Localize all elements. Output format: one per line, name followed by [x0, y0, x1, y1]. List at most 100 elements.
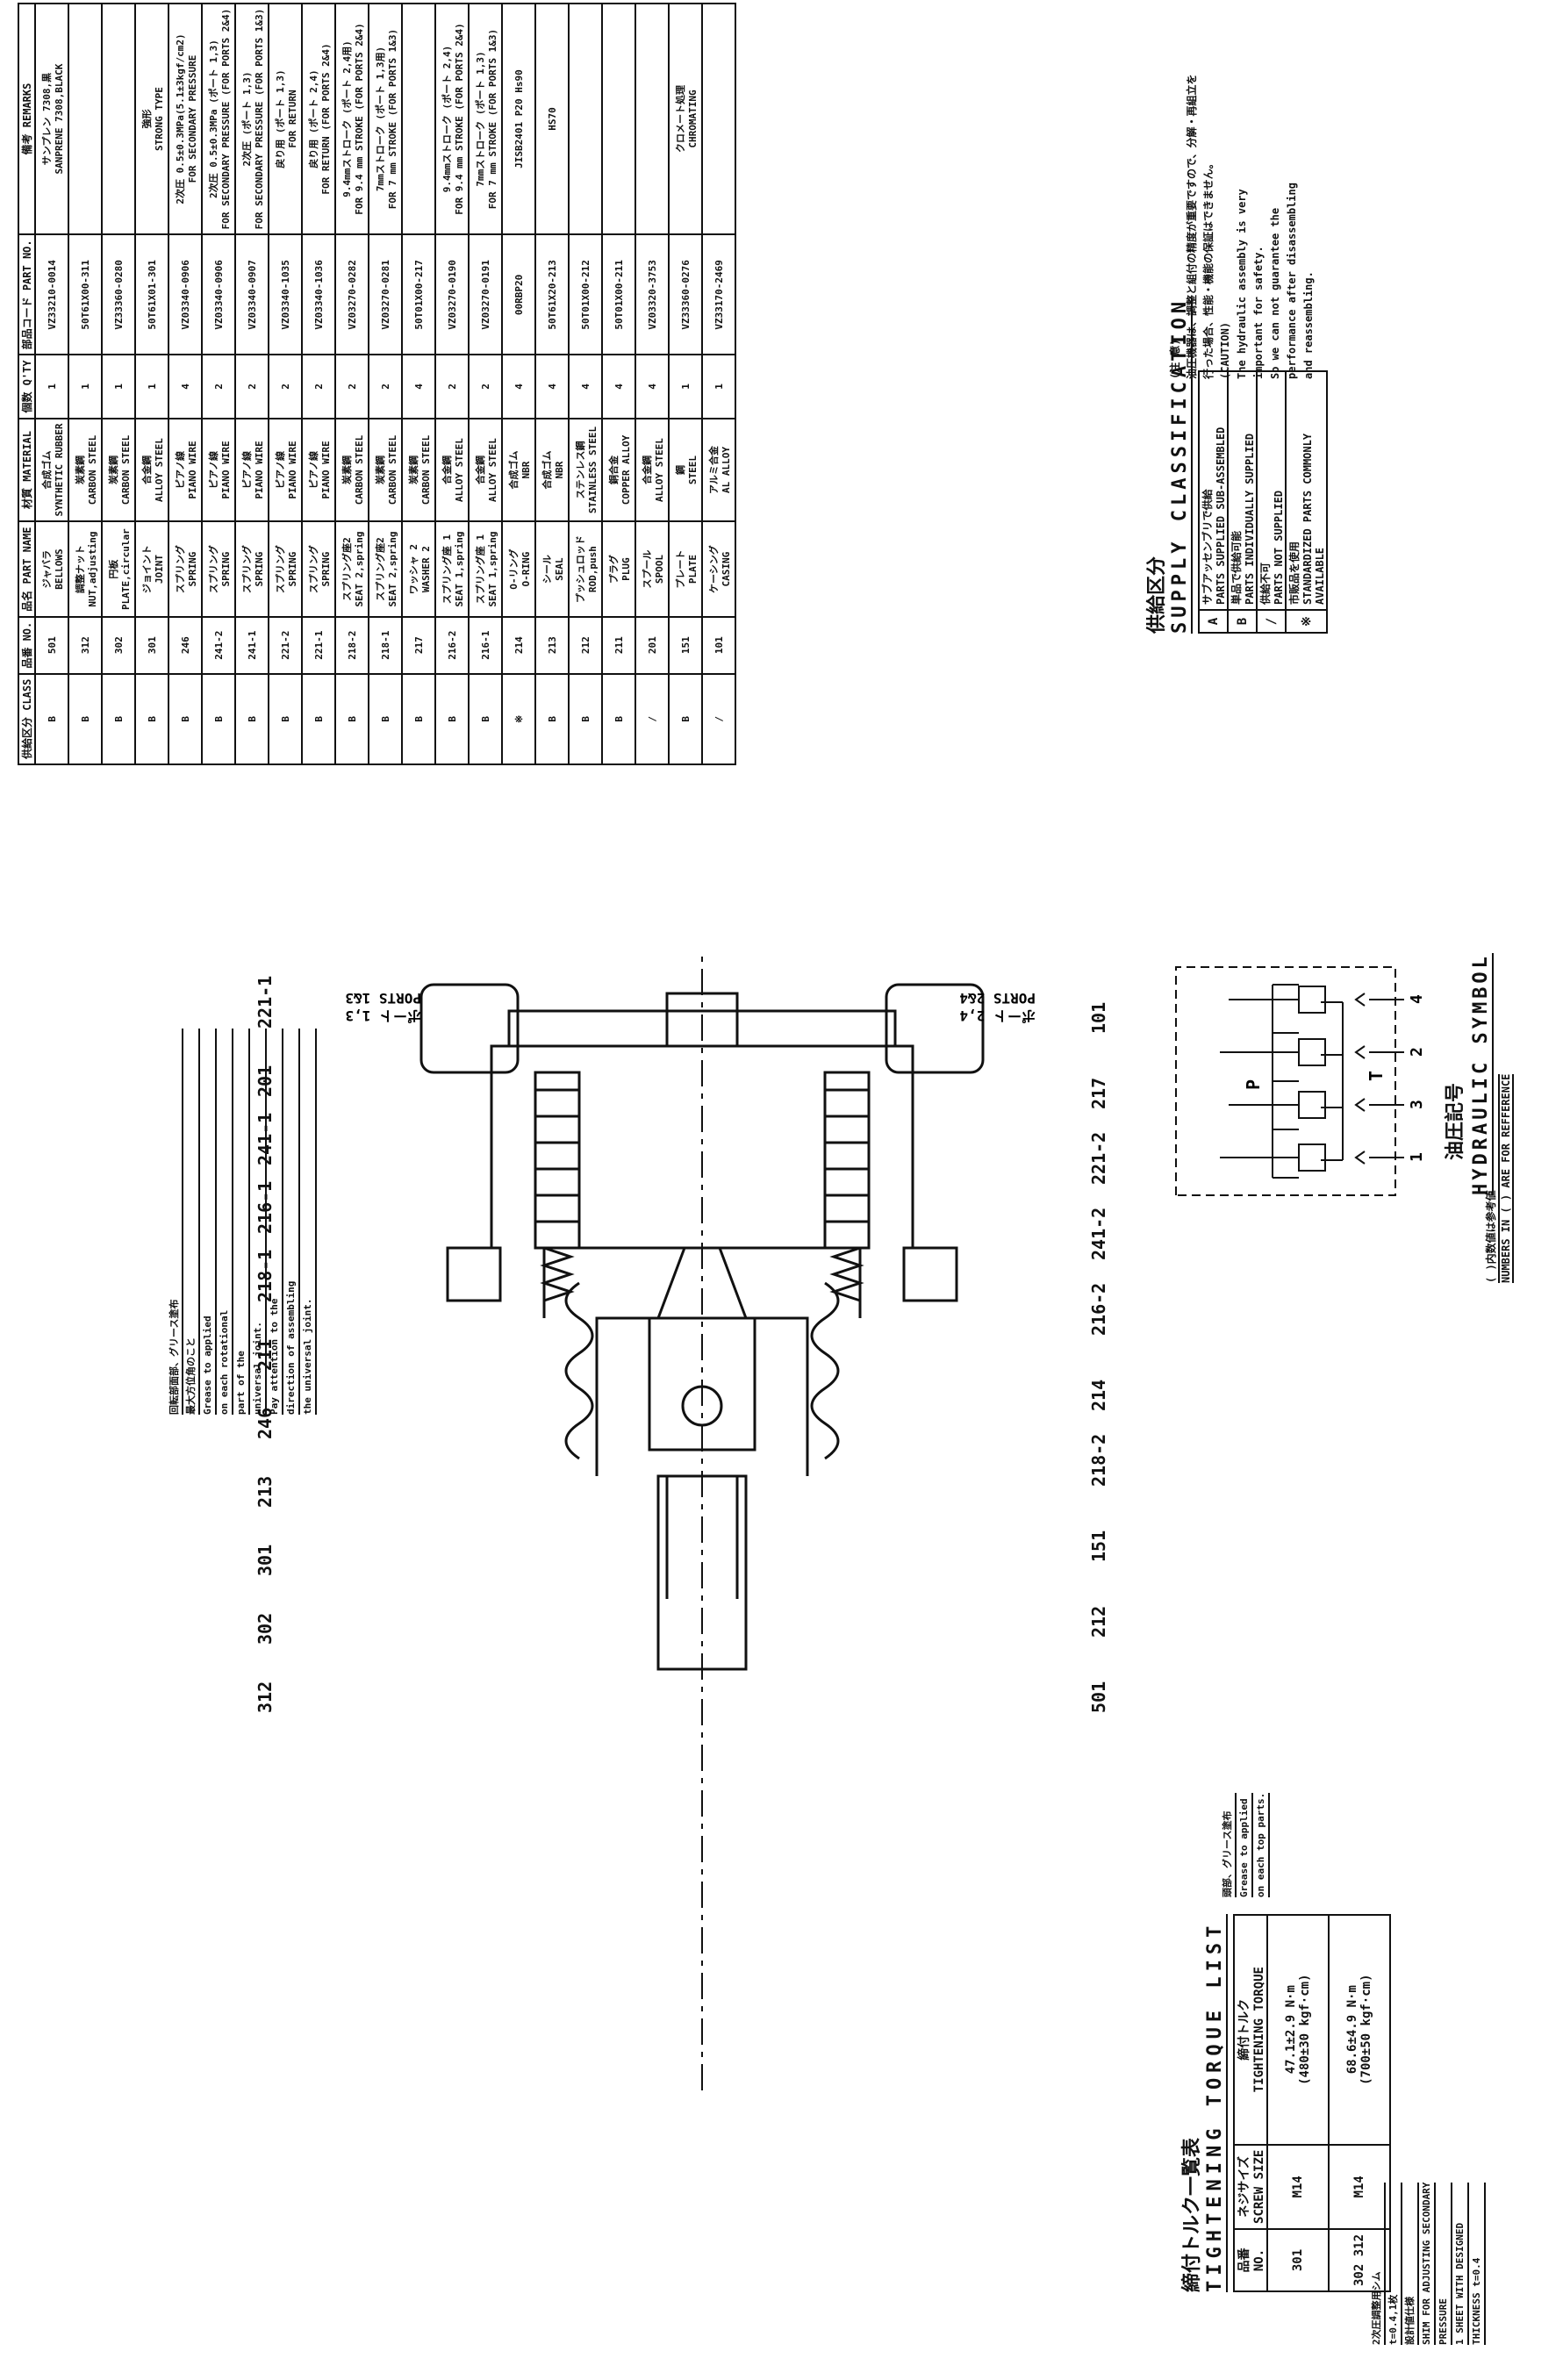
parts-qty-cell: 4: [635, 355, 669, 419]
parts-no-cell: 246: [168, 616, 202, 674]
reference-note: ( )内数値は参考値 NUMBERS IN ( ) ARE FOR REFFER…: [1483, 1073, 1514, 1283]
torque-size: M14: [1267, 2144, 1329, 2229]
parts-no-cell: 214: [502, 616, 535, 674]
parts-qty-cell: 1: [68, 355, 102, 419]
port-label: 3: [1408, 1100, 1426, 1109]
parts-partno-cell: VZ03340-1035: [269, 234, 302, 355]
parts-class-cell: B: [469, 673, 502, 764]
parts-header-remarks: 備考 REMARKS: [18, 3, 35, 235]
grease-line: Pay attention to the: [267, 1029, 283, 1415]
parts-list: 供給区分 CLASS 品番 NO. 品名 PART NAME 材質 MATERI…: [18, 3, 736, 765]
grease-line: the universal joint.: [300, 1029, 317, 1415]
parts-no-cell: 212: [569, 616, 602, 674]
parts-qty-cell: 2: [302, 355, 335, 419]
parts-partno-cell: VZ03270-0191: [469, 234, 502, 355]
parts-class-cell: B: [569, 673, 602, 764]
parts-class-cell: B: [535, 673, 569, 764]
grease-note-top-parts: 頭部、グリース塗布 Grease to applied on each top …: [1220, 1792, 1270, 1897]
grease-jp-sub: 最大方位角のこと: [183, 1029, 200, 1415]
supply-code: ※: [1286, 610, 1327, 633]
parts-no-cell: 211: [602, 616, 635, 674]
parts-partno-cell: VZ33210-0014: [35, 234, 68, 355]
callout-label: 221-2: [1088, 1131, 1109, 1185]
parts-class-cell: B: [68, 673, 102, 764]
shim-line: THICKNESS t=0.4: [1469, 2182, 1486, 2345]
parts-class-cell: ※: [502, 673, 535, 764]
shim-line: PRESSURE: [1436, 2182, 1452, 2345]
parts-partno-cell: VZ03270-0190: [435, 234, 469, 355]
parts-no-cell: 218-2: [335, 616, 369, 674]
parts-qty-cell: 1: [35, 355, 68, 419]
parts-header-class: 供給区分 CLASS: [18, 673, 35, 764]
port-13-label: PORTS 1&3: [345, 990, 421, 1007]
supply-title-jp: 供給区分: [1146, 556, 1168, 634]
parts-partno-cell: 00RBP20: [502, 234, 535, 355]
parts-qty-cell: 2: [269, 355, 302, 419]
parts-class-cell: B: [335, 673, 369, 764]
parts-partno-cell: VZ33360-0276: [669, 234, 702, 355]
parts-remarks-cell: 7mmストローク (ポート 1,3)FOR 7 mm STROKE (FOR P…: [469, 3, 502, 235]
grease-line: Grease to applied: [200, 1029, 217, 1415]
port-t-label: T: [1366, 1071, 1387, 1081]
grease-line: part of the: [233, 1029, 250, 1415]
torque-no: 301: [1267, 2228, 1329, 2291]
parts-remarks-cell: 戻り用 (ポート 1,3)FOR RETURN: [269, 3, 302, 235]
caution-title-jp: (注 意): [1169, 339, 1181, 379]
port-label: 4: [1408, 994, 1426, 1004]
parts-partno-cell: VZ03340-0906: [168, 234, 202, 355]
parts-qty-cell: 4: [602, 355, 635, 419]
grease-note-joint: 回転部面部、グリース塗布 最大方位角のこと Grease to applied …: [167, 1029, 317, 1415]
caution-note: (注 意) 油圧機器は、調整と組付の精度が重要ですので、分解・再組立を 行った場…: [1167, 74, 1317, 379]
port-label: 2: [1408, 1047, 1426, 1057]
callout-label: 217: [1088, 1077, 1109, 1109]
parts-class-cell: B: [168, 673, 202, 764]
grease-jp: 回転部面部、グリース塗布: [167, 1029, 183, 1415]
hydraulic-symbol-drawing: P T 1 3 2 4: [1175, 966, 1426, 1196]
callout-label: 241-2: [1088, 1207, 1109, 1260]
caution-title: (CAUTION): [1219, 321, 1231, 379]
parts-partno-cell: VZ33170-2469: [702, 234, 735, 355]
parts-class-cell: B: [402, 673, 435, 764]
callout-label: 101: [1088, 1001, 1109, 1034]
parts-remarks-cell: [68, 3, 102, 235]
grease-jp: 頭部、グリース塗布: [1220, 1792, 1237, 1897]
parts-remarks-cell: [702, 3, 735, 235]
parts-no-cell: 216-2: [435, 616, 469, 674]
parts-no-cell: 302: [102, 616, 135, 674]
parts-remarks-cell: JISB2401 P20 Hs90: [502, 3, 535, 235]
parts-class-cell: B: [35, 673, 68, 764]
caution-line: and reassembling.: [1302, 271, 1315, 379]
torque-title: TIGHTENING TORQUE LIST: [1204, 1913, 1228, 2292]
